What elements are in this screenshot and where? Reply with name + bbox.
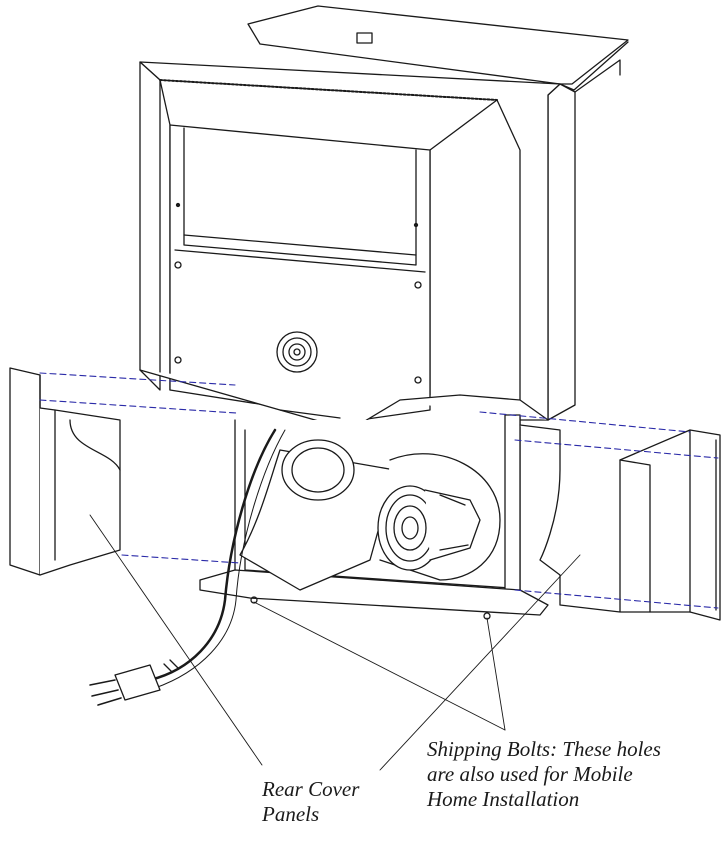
left-rear-cover-panel — [9, 367, 121, 576]
shipping-bolts-line-1: Shipping Bolts: These holes — [427, 737, 661, 761]
hopper-hood — [139, 61, 561, 431]
rear-cover-panels-label: Rear Cover Panels — [262, 777, 359, 827]
power-plug-icon — [89, 664, 161, 706]
shipping-bolts-label: Shipping Bolts: These holes are also use… — [427, 737, 661, 812]
leader-lines — [89, 514, 581, 771]
keyhole-slot-icon — [174, 202, 422, 384]
right-back-wall — [547, 59, 621, 421]
rear-cover-panels-line-1: Rear Cover — [262, 777, 360, 801]
shipping-bolts-line-3: Home Installation — [427, 787, 580, 811]
shipping-bolts-line-2: are also used for Mobile — [427, 762, 633, 786]
rear-cover-panels-line-2: Panels — [262, 802, 320, 826]
alignment-guides — [39, 372, 719, 609]
power-cord — [148, 428, 286, 689]
fan-motor-icon — [377, 485, 481, 571]
right-rear-cover-panel — [519, 424, 721, 621]
vent-grille — [276, 331, 318, 373]
